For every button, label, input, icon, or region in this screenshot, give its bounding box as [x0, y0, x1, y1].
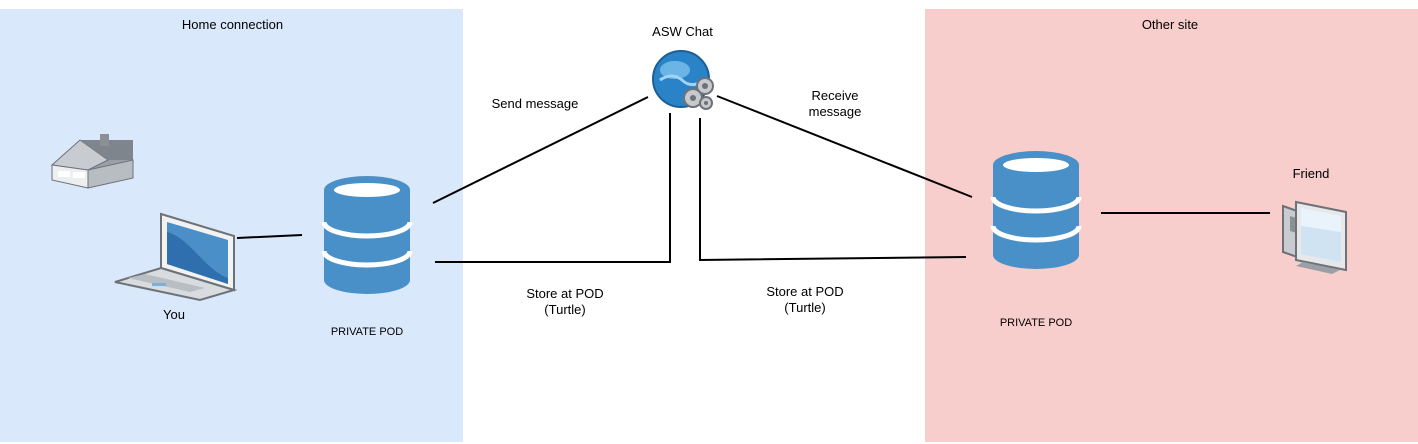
you-label: You — [163, 307, 185, 322]
store-left-line2: (Turtle) — [544, 302, 586, 317]
receive-label-line2: message — [808, 104, 862, 119]
globe-gears-icon — [652, 50, 714, 110]
other-zone-label: Other site — [1141, 17, 1199, 32]
edge-store-left — [435, 113, 671, 263]
store-left-line1: Store at POD — [526, 286, 604, 301]
edge-receive-message — [716, 95, 973, 198]
pod-left-label: PRIVATE POD — [330, 326, 404, 338]
database-icon — [990, 151, 1082, 269]
receive-message-label: Receive message — [790, 88, 880, 120]
database-icon — [321, 176, 413, 294]
store-left-label: Store at POD (Turtle) — [505, 286, 625, 318]
store-right-label: Store at POD (Turtle) — [745, 284, 865, 316]
house-icon — [50, 134, 134, 189]
edge-laptop-pod — [236, 234, 303, 239]
store-right-line1: Store at POD — [766, 284, 844, 299]
send-message-label: Send message — [491, 96, 579, 111]
edge-send-message — [432, 96, 649, 204]
edge-store-right — [699, 118, 967, 262]
laptop-icon — [114, 212, 238, 302]
pod-right-label: PRIVATE POD — [999, 317, 1073, 329]
store-right-line2: (Turtle) — [784, 300, 826, 315]
desktop-monitor-icon — [1282, 200, 1347, 274]
friend-label: Friend — [1292, 166, 1330, 181]
connectors — [236, 95, 1270, 263]
receive-label-line1: Receive — [811, 88, 859, 103]
home-zone-label: Home connection — [181, 17, 284, 32]
service-label: ASW Chat — [652, 24, 713, 39]
